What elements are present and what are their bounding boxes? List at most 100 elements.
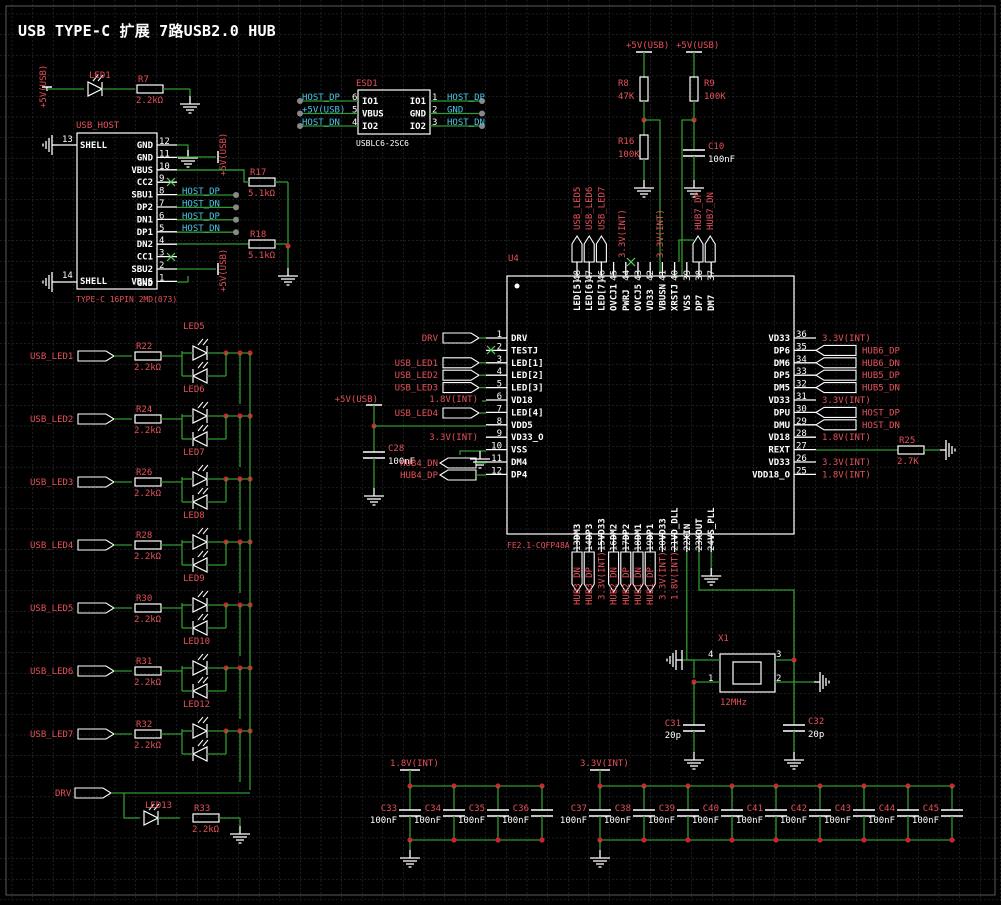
connector-pin-number: 1 — [159, 273, 164, 283]
led-designator: LED10 — [183, 637, 210, 647]
junction-dot — [949, 837, 955, 843]
net-port-arrow — [814, 369, 857, 381]
resistor-designator: R32 — [136, 720, 152, 730]
net-port-arrow — [77, 539, 116, 551]
led-arrow — [197, 361, 204, 369]
capacitor-designator: C37 — [571, 804, 587, 814]
net-label: USB_LED2 — [30, 415, 73, 425]
resistor-value: 2.2kΩ — [134, 678, 162, 688]
ic-pin-name: DMU — [774, 421, 790, 431]
wire — [111, 792, 140, 819]
resistor-designator: R25 — [899, 436, 915, 446]
ic-pin-number: 14 — [585, 540, 595, 551]
led-designator: LED7 — [183, 448, 205, 458]
ic-pin-number: 22 — [683, 540, 693, 551]
esd-pin-number: 2 — [432, 106, 437, 116]
crystal-body — [719, 653, 776, 693]
net-port-arrow — [692, 234, 704, 263]
capacitor-designator: C33 — [381, 804, 397, 814]
net-label: HOST_DP — [862, 408, 901, 418]
led-arrow — [197, 338, 204, 346]
resistor-body — [134, 666, 162, 676]
led-arrow — [197, 487, 204, 495]
ic-pin-name: XOUT — [695, 518, 705, 540]
ic-pin-number: 31 — [796, 392, 807, 402]
led-arrow — [197, 424, 204, 432]
capacitor-value: 20p — [808, 730, 824, 740]
resistor-designator: R26 — [136, 468, 152, 478]
ic-pin-name: VD33 — [768, 334, 790, 344]
ic-pin-number: 37 — [707, 270, 717, 281]
net-label: HUB1_DN — [634, 567, 644, 605]
connector-pin-number: 5 — [159, 224, 164, 234]
resistor-designator: R7 — [138, 75, 149, 85]
ic-pin1-marker — [514, 283, 520, 289]
net-port-arrow — [814, 344, 857, 356]
ic-pin-name: VDD18_O — [752, 470, 791, 480]
ic-pin-name: DM4 — [511, 458, 528, 468]
led-designator: LED1 — [89, 71, 111, 81]
led-symbol — [191, 368, 208, 384]
junction-dot — [495, 837, 501, 843]
capacitor-designator: C34 — [425, 804, 441, 814]
connector-pin-name: DN1 — [137, 215, 153, 225]
power-label: 3.3V(INT) — [656, 209, 666, 258]
ic-pin-name: DP3 — [585, 524, 595, 540]
power-label: 3.3V(INT) — [658, 551, 668, 600]
capacitor-value: 100nF — [458, 816, 485, 826]
connector-pin-number: 2 — [159, 261, 164, 271]
ic-pin-name: DPU — [774, 408, 790, 418]
net-port-arrow — [442, 382, 481, 394]
net-port-arrow — [442, 357, 481, 369]
resistor-body — [897, 445, 925, 455]
led-arrow — [202, 401, 209, 409]
connector-pin-name: DP1 — [137, 228, 153, 238]
ic-pin-name: LED[1] — [511, 359, 544, 369]
capacitor-designator: C38 — [615, 804, 631, 814]
net-label: USB_LED1 — [395, 359, 438, 369]
led-arrow — [202, 550, 209, 558]
led-arrow — [148, 803, 155, 811]
ic-pin-name: DP6 — [774, 346, 790, 356]
net-port-dot — [233, 204, 239, 211]
capacitor-value: 100nF — [708, 155, 735, 165]
led-symbol — [192, 723, 209, 739]
net-label: USB_LED5 — [30, 604, 73, 614]
led-arrow — [202, 653, 209, 661]
capacitor-designator: C28 — [388, 444, 404, 454]
resistor-value: 5.1kΩ — [248, 251, 276, 261]
net-label: HUB6_DP — [862, 346, 901, 356]
ic-pin-name: VSS — [683, 295, 693, 311]
crystal-inner — [732, 661, 762, 685]
crystal-pin-number: 1 — [708, 674, 713, 684]
ic-pin-name: OVCJ5 — [634, 284, 644, 311]
esd-pin-number: 6 — [352, 93, 357, 103]
no-connect-mark — [166, 177, 176, 187]
power-label: 1.8V(INT) — [822, 433, 871, 443]
led-arrow — [92, 74, 99, 82]
capacitor-value: 100nF — [414, 816, 441, 826]
junction-dot — [905, 837, 911, 843]
ic-pin-name: VD18 — [768, 433, 790, 443]
power-label: 1.8V(INT) — [822, 470, 871, 480]
net-port-arrow — [814, 406, 857, 418]
net-port-arrow — [77, 665, 116, 677]
net-label: HUB5_DP — [862, 371, 901, 381]
led-arrow — [202, 464, 209, 472]
resistor-body — [248, 239, 276, 249]
connector-pin-number: 3 — [159, 249, 164, 259]
ic-pin-number: 21 — [671, 540, 681, 551]
resistor-designator: R22 — [136, 342, 152, 352]
resistor-value: 2.2kΩ — [134, 615, 162, 625]
capacitor-designator: C42 — [791, 804, 807, 814]
net-label: USB_LED3 — [30, 478, 73, 488]
sheet-title: USB TYPE-C 扩展 7路USB2.0 HUB — [18, 22, 276, 40]
led-symbol — [87, 81, 104, 97]
ic-pin-name: VD33 — [658, 518, 668, 540]
led-symbol — [191, 557, 208, 573]
ic-pin-number: 6 — [497, 392, 502, 402]
net-label: HUB5_DN — [862, 384, 900, 394]
net-label: HUB1_DP — [646, 566, 656, 605]
ic-pin-name: VD33 — [646, 289, 656, 311]
resistor-value: 2.2kΩ — [134, 552, 162, 562]
